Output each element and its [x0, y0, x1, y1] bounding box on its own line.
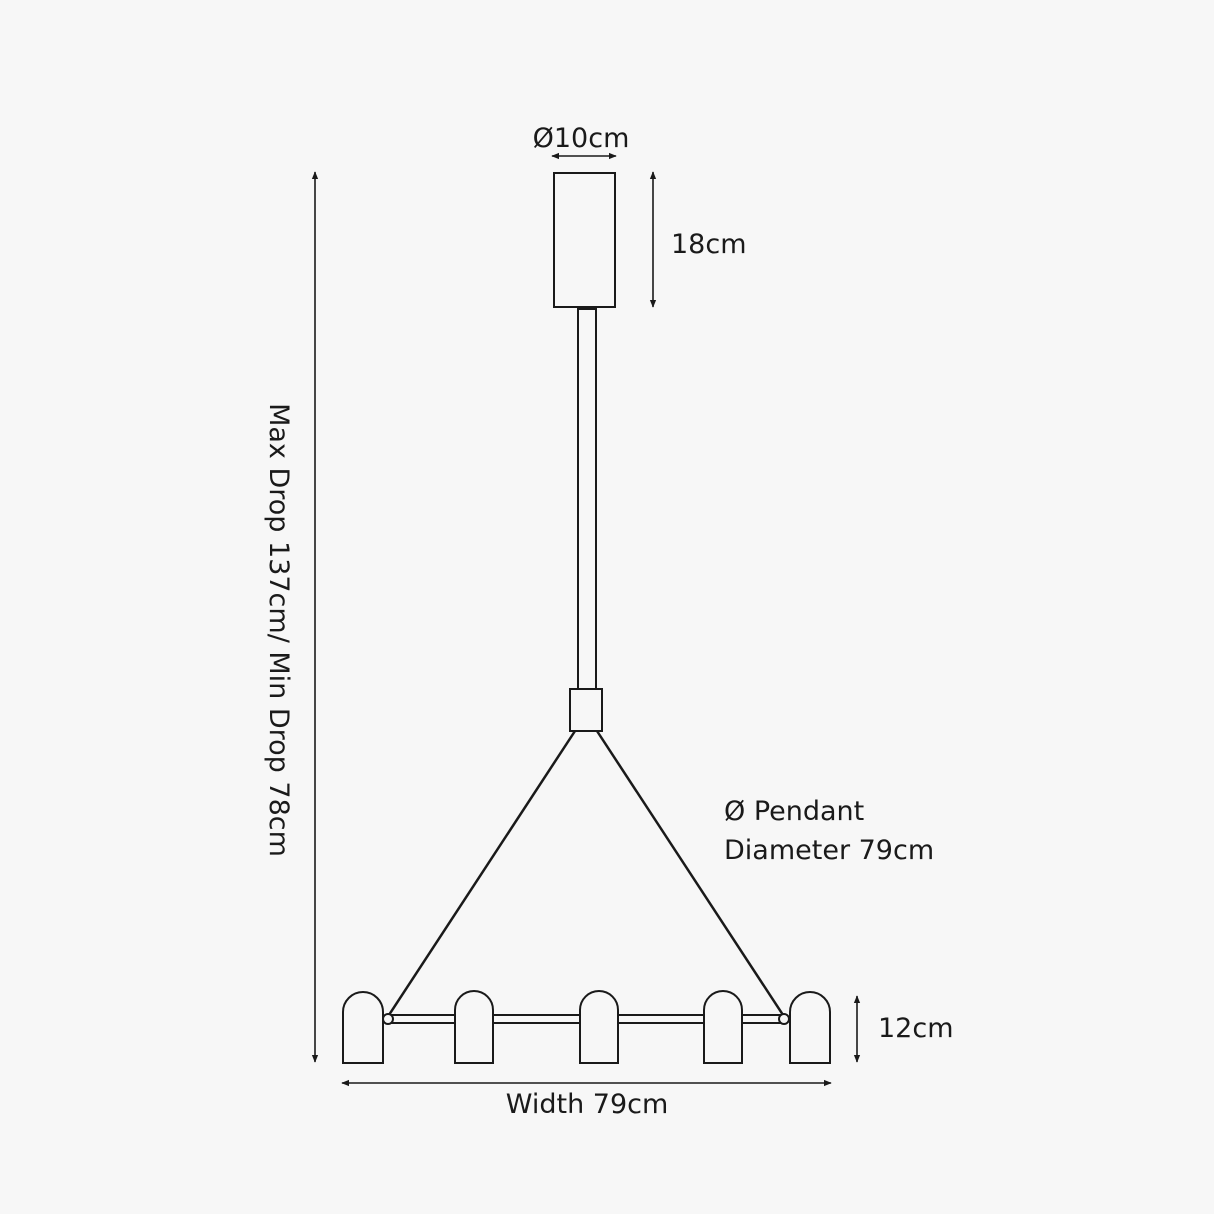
ceiling-canopy	[553, 172, 616, 308]
shade-5	[789, 991, 831, 1064]
bar-end-left	[382, 1013, 394, 1025]
canopy-height-label: 18cm	[671, 229, 747, 260]
shade-2	[454, 990, 494, 1064]
shade-1	[342, 991, 384, 1064]
bar-end-right	[778, 1013, 790, 1025]
rod-connector	[569, 688, 603, 732]
pendant-diameter-label-line2: Diameter 79cm	[724, 835, 934, 866]
pendant-diameter-label-line1: Ø Pendant	[724, 796, 864, 827]
max-min-drop-label: Max Drop 137cm/ Min Drop 78cm	[263, 403, 294, 857]
right-suspension-wire	[595, 730, 787, 1019]
canopy-diameter-label: Ø10cm	[533, 123, 630, 154]
shade-3	[579, 990, 619, 1064]
drop-rod	[577, 308, 597, 690]
shade-4	[703, 990, 743, 1064]
width-label: Width 79cm	[506, 1089, 669, 1120]
shade-height-label: 12cm	[878, 1013, 954, 1044]
left-suspension-wire	[385, 730, 577, 1019]
